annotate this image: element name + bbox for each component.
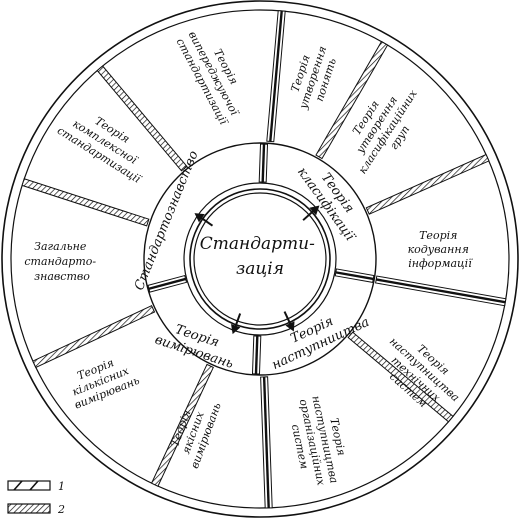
sector-label-concept-formation: Теорія утворення понять	[284, 37, 343, 115]
svg-text:2: 2	[57, 503, 65, 516]
sector-label-organizational-systems: Теорія наступництва організаційних систе…	[284, 392, 354, 494]
middle-ring-inner-edge	[183, 182, 337, 336]
sector-divider-core	[269, 10, 283, 142]
ring-divider-core	[148, 277, 186, 290]
center-ring-inner	[193, 192, 327, 326]
sector-label-classification-groups: Теорія утворення класифікаційних груп	[334, 70, 433, 183]
ring-divider-core	[335, 271, 374, 281]
sector-label-quantitative-measurement: Теорія кількісних вимірювань	[63, 350, 142, 412]
outer-ring-inner-edge	[10, 9, 510, 509]
center-ring-outer	[189, 188, 331, 330]
sector-divider	[96, 65, 188, 172]
sector-divider	[315, 40, 389, 160]
sector-label-advanced-standardization: Теорія випереджуючої стандартизації	[173, 23, 255, 128]
svg-text:1: 1	[58, 480, 65, 493]
sector-label-information-coding: Теорія кодування інформації	[408, 229, 474, 270]
middle-ring-outer-edge	[143, 142, 377, 376]
outer-ring	[1, 0, 519, 518]
sector-label-general-standardization: Загальне стандарто- знавство	[24, 240, 99, 283]
arrow-to-succession-head	[285, 321, 295, 332]
sector-divider	[347, 331, 454, 423]
sector-divider-core	[262, 376, 270, 508]
center-label: Стандарти- зація	[200, 234, 320, 279]
sector-divider	[150, 363, 214, 487]
ring-dividers	[147, 143, 375, 375]
arrows	[194, 205, 320, 335]
legend-item-double-line: 1	[7, 480, 65, 493]
sector-divider	[21, 178, 150, 227]
legend: 1 2	[7, 480, 65, 516]
ring-divider-core	[254, 335, 259, 374]
arrow-to-standardization-science-head	[194, 213, 205, 223]
sector-divider-core	[375, 278, 506, 304]
legend-item-hatched: 2	[7, 503, 65, 516]
outer-dividers	[21, 10, 507, 509]
sector-divider	[365, 153, 490, 215]
sector-label-complex-standardization: Теорія комплексної стандартизації	[55, 100, 159, 186]
arrow-to-measurement-head	[231, 324, 241, 335]
ring-divider-core	[261, 144, 266, 183]
sector-divider	[32, 305, 156, 369]
arrow-to-classification-head	[309, 205, 320, 216]
